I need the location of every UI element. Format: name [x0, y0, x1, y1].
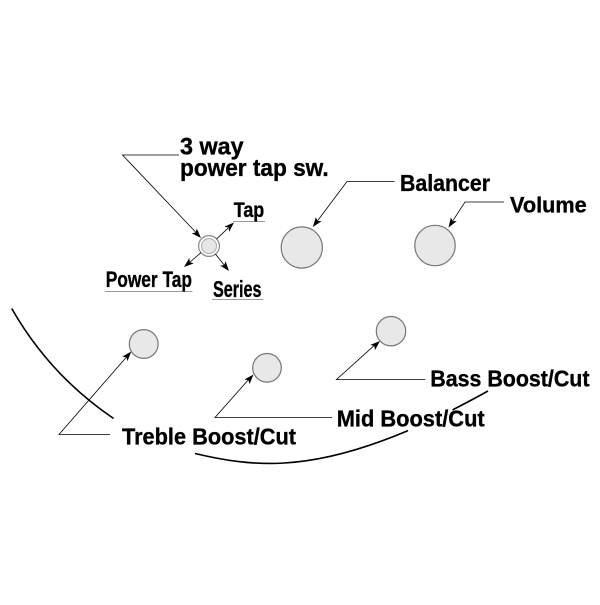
svg-text:Power Tap: Power Tap: [106, 267, 192, 292]
svg-text:Treble Boost/Cut: Treble Boost/Cut: [122, 424, 296, 450]
svg-text:power tap sw.: power tap sw.: [180, 155, 329, 182]
svg-text:Series: Series: [213, 276, 262, 302]
svg-text:3 way: 3 way: [180, 134, 244, 161]
svg-text:Balancer: Balancer: [400, 170, 490, 196]
svg-text:Volume: Volume: [510, 193, 587, 218]
svg-text:Tap: Tap: [234, 198, 265, 222]
svg-text:Mid Boost/Cut: Mid Boost/Cut: [337, 405, 485, 431]
svg-text:Bass Boost/Cut: Bass Boost/Cut: [430, 365, 589, 391]
